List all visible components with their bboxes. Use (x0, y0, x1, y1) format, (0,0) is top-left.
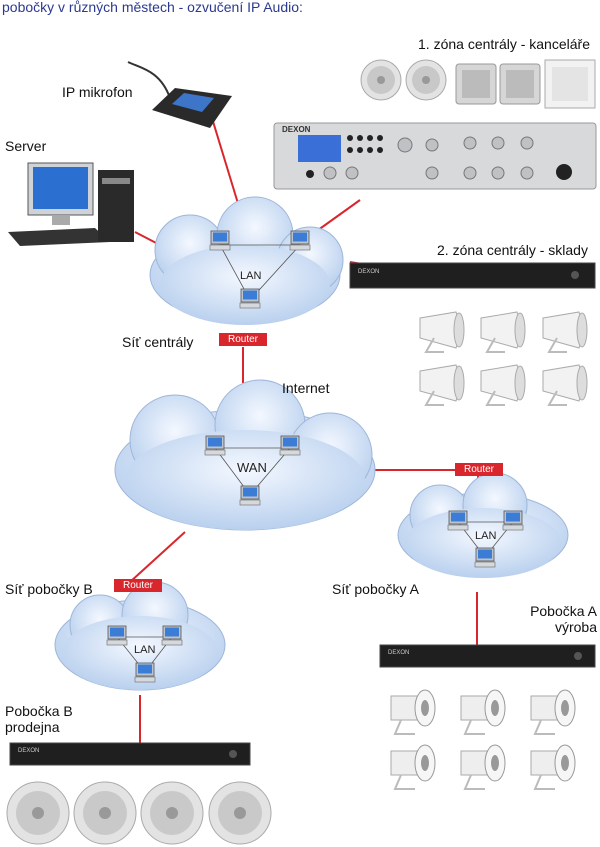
projector-speaker-icon (419, 311, 465, 353)
horn-speaker-icon (390, 689, 436, 735)
cloud-wan (114, 379, 376, 531)
wan-computer (239, 485, 261, 506)
lan-computer (289, 230, 311, 251)
horn-speaker-icon (460, 689, 506, 735)
branch-a-line2: výroba (554, 619, 597, 635)
lan-computer (239, 288, 261, 309)
zone1-label: 1. zóna centrály - kanceláře (418, 36, 590, 52)
wan-computer (279, 435, 301, 456)
internet-label: Internet (282, 380, 330, 396)
projector-speaker-icon (542, 311, 588, 353)
lan-computer (134, 662, 156, 683)
branch-a-net-label: Síť pobočky A (332, 581, 419, 597)
branch-b-line2: prodejna (5, 719, 60, 735)
link-wan-router-b (129, 531, 186, 583)
ip-microphone-icon (127, 61, 232, 128)
central-net-label: Síť centrály (122, 334, 194, 350)
server-label: Server (5, 138, 47, 154)
wall-speaker-icon (499, 63, 541, 105)
page-title: pobočky v různých městech - ozvučení IP … (2, 0, 303, 15)
central-lan-label: LAN (240, 270, 262, 282)
ceiling-speaker-icon (140, 781, 204, 845)
horn-speaker-icon (530, 689, 576, 735)
mixing-amplifier-icon: DEXON (273, 122, 597, 190)
horn-speaker-icon (390, 744, 436, 790)
lan-computer (502, 510, 524, 531)
box-speaker-icon (544, 59, 596, 109)
wall-speaker-icon (455, 63, 497, 105)
svg-text:DEXON: DEXON (282, 125, 311, 134)
router-central: Router (219, 333, 267, 346)
ceiling-speaker-icon (405, 59, 447, 101)
ceiling-speaker-icon (360, 59, 402, 101)
rack-amplifier-branch-a-icon: DEXON (379, 644, 596, 668)
lan-computer (209, 230, 231, 251)
svg-text:DEXON: DEXON (358, 269, 379, 275)
ceiling-speaker-icon (6, 781, 70, 845)
router-branch-a: Router (455, 463, 503, 476)
ceiling-speaker-icon (208, 781, 272, 845)
branch-b-lan-label: LAN (134, 644, 156, 656)
zone2-label: 2. zóna centrály - sklady (437, 242, 588, 258)
branch-b-net-label: Síť pobočky B (5, 581, 93, 597)
projector-speaker-icon (542, 364, 588, 406)
projector-speaker-icon (480, 364, 526, 406)
mic-label: IP mikrofon (62, 84, 133, 100)
lan-computer (106, 625, 128, 646)
router-branch-b: Router (114, 579, 162, 592)
wan-computer (204, 435, 226, 456)
branch-a-lan-label: LAN (475, 530, 497, 542)
projector-speaker-icon (480, 311, 526, 353)
server-computer-icon (8, 162, 134, 246)
cloud-central (149, 196, 344, 325)
branch-b-line1: Pobočka B (5, 703, 73, 719)
branch-a-line1: Pobočka A (530, 603, 597, 619)
svg-text:DEXON: DEXON (388, 650, 409, 656)
rack-amplifier-branch-b-icon: DEXON (9, 742, 251, 766)
wan-label: WAN (237, 460, 267, 475)
lan-computer (474, 547, 496, 568)
horn-speaker-icon (460, 744, 506, 790)
horn-speaker-icon (530, 744, 576, 790)
rack-amplifier-zone2-icon: DEXON (349, 262, 596, 289)
projector-speaker-icon (419, 364, 465, 406)
ceiling-speaker-icon (73, 781, 137, 845)
svg-text:DEXON: DEXON (18, 748, 39, 754)
lan-computer (447, 510, 469, 531)
lan-computer (161, 625, 183, 646)
